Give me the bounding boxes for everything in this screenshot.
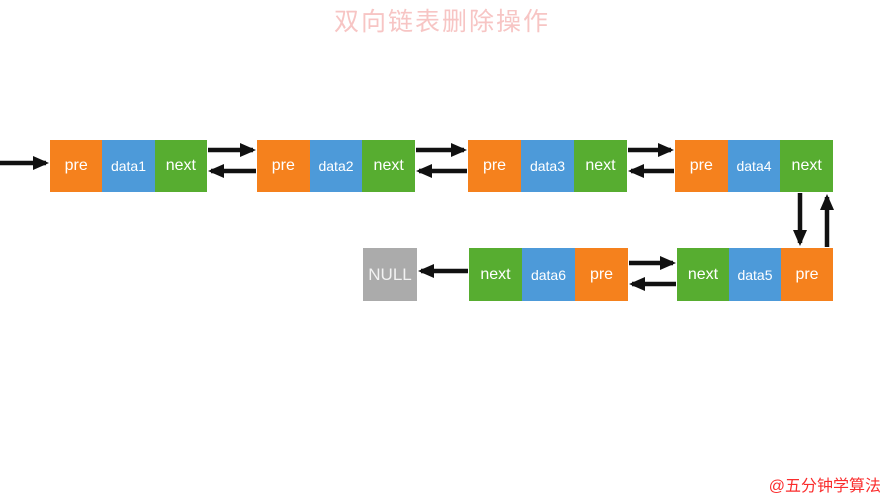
node2-pre-cell: pre [257, 140, 310, 192]
node3-next-cell: next [574, 140, 627, 192]
node1-pre-cell: pre [50, 140, 103, 192]
watermark-text: @五分钟学算法 [768, 478, 881, 495]
node1-data-cell: data1 [102, 140, 155, 192]
node4-next-cell: next [780, 140, 834, 192]
node1-next-cell: next [154, 140, 207, 192]
list-node-5: next data5 pre [677, 248, 833, 301]
node5-next-cell: next [677, 248, 729, 301]
list-node-3: pre data3 next [468, 140, 627, 192]
node6-data-cell: data6 [522, 248, 575, 301]
node4-pre-cell: pre [675, 140, 728, 192]
node2-next-cell: next [362, 140, 416, 192]
list-node-6: next data6 pre [469, 248, 628, 301]
list-node-1: pre data1 next [50, 140, 207, 192]
node5-pre-cell: pre [781, 248, 833, 301]
null-box: NULL [363, 248, 417, 301]
node2-data-cell: data2 [309, 140, 363, 192]
node6-pre-cell: pre [575, 248, 628, 301]
node6-next-cell: next [469, 248, 522, 301]
node4-data-cell: data4 [727, 140, 781, 192]
node3-data-cell: data3 [521, 140, 574, 192]
list-node-2: pre data2 next [257, 140, 416, 192]
node3-pre-cell: pre [468, 140, 521, 192]
page-title: 双向链表删除操作 [333, 8, 550, 36]
list-node-4: pre data4 next [675, 140, 834, 192]
node5-data-cell: data5 [729, 248, 781, 301]
